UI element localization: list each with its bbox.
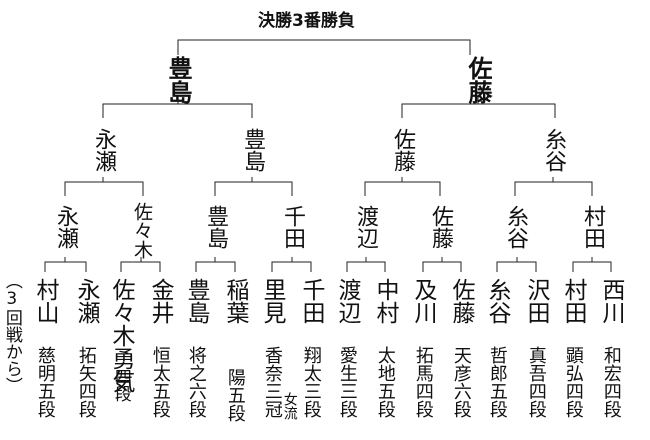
player-given-rank: 天彦六段 <box>450 346 472 418</box>
qf-winner-sato: 佐藤 <box>428 205 453 249</box>
player-surname: 渡辺 <box>334 278 360 324</box>
semifinalist-nagase: 永瀬 <box>91 128 116 172</box>
bracket-line-r1-7 <box>496 257 537 272</box>
bracket-line-r1-3 <box>195 257 236 272</box>
player-surname: 里見 <box>259 278 285 324</box>
player-surname: 村山 <box>32 278 58 324</box>
player-surname: 村田 <box>560 278 586 324</box>
player-surname: 佐々木勇気 <box>108 278 134 393</box>
bracket-line-r1-1 <box>44 257 87 272</box>
player-surname: 金井 <box>147 278 173 324</box>
player-given-rank: 顕弘四段 <box>562 346 584 418</box>
round-note: （3回戦から） <box>1 272 22 394</box>
player-given-rank: 拓矢四段 <box>75 346 97 418</box>
player-given-rank: 哲郎五段 <box>486 346 508 418</box>
qf-winner-toshima: 豊島 <box>203 205 228 249</box>
player-given-rank: 翔太三段 <box>300 346 322 418</box>
player-given-rank: 香奈三冠 <box>261 346 283 418</box>
player-given-rank: 慈明五段 <box>34 346 56 418</box>
player-given-rank: 四段 <box>110 368 131 402</box>
semifinalist-toshima: 豊島 <box>240 128 265 172</box>
bracket-line-r1-6 <box>422 257 462 272</box>
player-surname: 中村 <box>372 278 398 324</box>
player-given-rank: 和宏四段 <box>600 346 622 418</box>
bracket-line-qf-4 <box>514 177 593 196</box>
finalist-toshima: 豊島 <box>164 56 192 104</box>
qf-winner-itodani: 糸谷 <box>503 205 528 249</box>
player-surname: 豊島 <box>183 278 209 324</box>
qf-winner-nagase: 永瀬 <box>53 205 78 249</box>
qf-winner-murata: 村田 <box>580 205 605 249</box>
bracket-line-qf-1 <box>64 177 144 196</box>
player-surname: 稲葉 <box>222 278 248 324</box>
bracket-line-qf-3 <box>364 177 441 196</box>
semifinalist-sato: 佐藤 <box>390 128 415 172</box>
player-given-rank: 陽五段 <box>224 368 246 422</box>
qf-winner-chida: 千田 <box>280 205 305 249</box>
bracket-line-qf-2 <box>214 177 293 196</box>
player-given-rank: 恒太五段 <box>149 346 171 418</box>
player-surname: 西川 <box>598 278 624 324</box>
bracket-line-semi-left <box>102 98 253 118</box>
bracket-line-r1-8 <box>572 257 612 272</box>
player-given-rank: 将之六段 <box>185 346 207 418</box>
player-surname: 及川 <box>410 278 436 324</box>
bracket-line-r1-4 <box>271 257 312 272</box>
player-given-rank: 愛生三段 <box>336 346 358 418</box>
player-given-rank: 太地五段 <box>374 346 396 418</box>
player-surname: 千田 <box>298 278 324 324</box>
bracket-line-semi-right <box>401 98 556 118</box>
qf-winner-watanabe: 渡辺 <box>353 205 378 249</box>
bracket-line-r1-2 <box>120 257 161 272</box>
player-surname: 永瀬 <box>73 278 99 324</box>
bracket-line-r1-5 <box>346 257 386 272</box>
finalist-sato: 佐藤 <box>464 56 492 104</box>
qf-winner-sasaki: 佐々木 <box>131 202 153 259</box>
bracket-title: 決勝3番勝負 <box>258 11 355 31</box>
player-surname: 佐藤 <box>448 278 474 324</box>
player-given-rank: 拓馬四段 <box>412 346 434 418</box>
player-extra-title: 女流 <box>281 392 298 420</box>
bracket-line-final <box>177 39 471 55</box>
semifinalist-itodani: 糸谷 <box>541 128 566 172</box>
player-surname: 糸谷 <box>484 278 510 324</box>
player-given-rank: 真吾四段 <box>525 346 547 418</box>
player-surname: 沢田 <box>523 278 549 324</box>
